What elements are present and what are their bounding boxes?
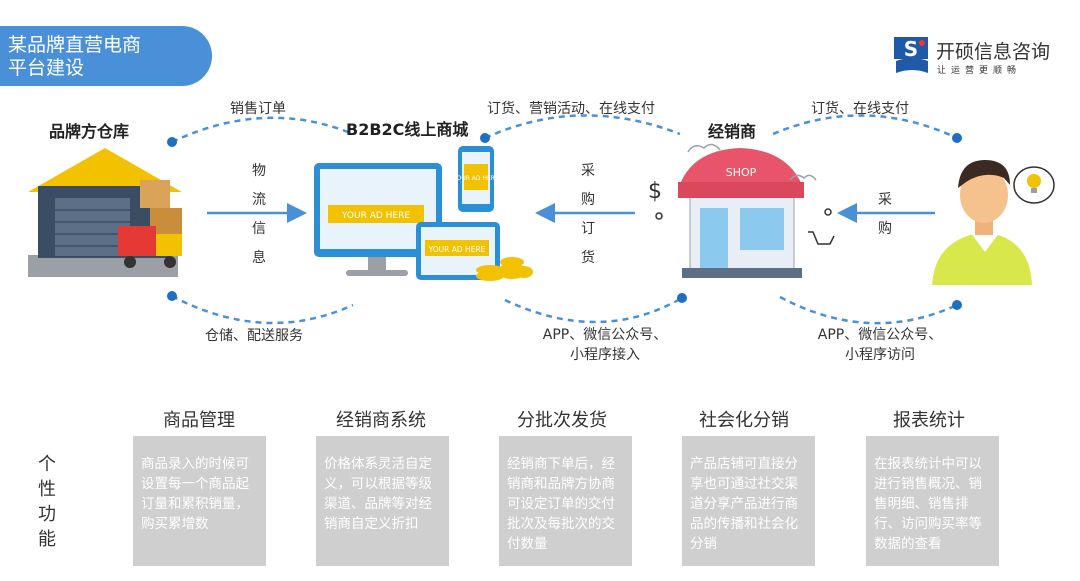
customer-illustration xyxy=(932,160,1055,285)
app-access-label: APP、微信公众号、 小程序接入 xyxy=(520,325,690,365)
feature-section-char: 能 xyxy=(38,529,56,550)
dashed-flow-lines xyxy=(171,114,958,325)
purchase-char: 采 xyxy=(878,192,892,208)
warehouse-title: 品牌方仓库 xyxy=(49,122,130,141)
app-access-line: 小程序接入 xyxy=(570,347,640,363)
logistics-char: 流 xyxy=(252,192,266,208)
logo-slogan: 让运营更顺畅 xyxy=(937,66,1022,76)
app-access-line: APP、微信公众号、 xyxy=(542,327,668,343)
online-mall-illustration: YOUR AD HERE YOUR AD HERE YOUR AD HERE xyxy=(314,146,533,281)
logo-name: 开硕信息咨询 xyxy=(936,41,1051,63)
feature-description: 产品店铺可直接分享也可通过社交渠道分享产品进行商品的传播和社会化分销 xyxy=(682,436,815,566)
mall-title: B2B2C线上商城 xyxy=(346,120,469,139)
feature-section-char: 个 xyxy=(38,454,56,475)
feature-description: 经销商下单后，经销商和品牌方协商可设定订单的交付批次及每批次的交付数量 xyxy=(499,436,632,566)
feature-description: 价格体系灵活自定义，可以根据等级渠道、品牌等对经销商自定义折扣 xyxy=(316,436,449,566)
app-visit-line: APP、微信公众号、 xyxy=(817,327,943,343)
flow-dot xyxy=(952,300,962,310)
feature-description: 在报表统计中可以进行销售概况、销售明细、销售排行、访问购买率等数据的查看 xyxy=(866,436,999,566)
purchase-order-char: 采 xyxy=(581,163,595,179)
feature-title: 社会化分销 xyxy=(699,410,789,431)
page-title-line-1: 某品牌直营电商 xyxy=(8,34,142,56)
shop-illustration: SHOP $ xyxy=(648,143,835,278)
feature-title: 报表统计 xyxy=(893,410,965,431)
sales-order-label: 销售订单 xyxy=(230,101,286,117)
logistics-label: 物 流 信 息 xyxy=(251,157,267,273)
shop-sign-text: SHOP xyxy=(726,166,757,179)
flow-dot xyxy=(480,133,490,143)
feature-section-label: 个 性 功 能 xyxy=(36,452,58,552)
logo-mark-icon: S xyxy=(894,37,928,73)
purchase-order-char: 货 xyxy=(581,250,595,266)
app-visit-line: 小程序访问 xyxy=(845,347,915,363)
page-title-line-2: 平台建设 xyxy=(8,57,85,79)
purchase-char: 购 xyxy=(878,221,892,237)
purchase-order-char: 订 xyxy=(581,221,595,237)
logistics-char: 物 xyxy=(252,163,266,179)
purchase-order-char: 购 xyxy=(581,192,595,208)
flow-diagram: YOUR AD HERE YOUR AD HERE YOUR AD HERE S… xyxy=(28,114,1055,325)
feature-title: 商品管理 xyxy=(163,410,235,431)
storage-label: 仓储、配送服务 xyxy=(205,328,303,344)
flow-dot xyxy=(677,293,687,303)
flow-dot xyxy=(167,291,177,301)
page-title: 某品牌直营电商 平台建设 xyxy=(0,26,212,86)
feature-title: 分批次发货 xyxy=(517,410,607,431)
warehouse-illustration xyxy=(28,148,182,277)
feature-section-char: 功 xyxy=(38,504,56,525)
purchase-label: 采 购 xyxy=(877,186,893,244)
order-marketing-label: 订货、营销活动、在线支付 xyxy=(487,101,655,117)
feature-section-char: 性 xyxy=(38,479,56,500)
tablet-ad-text: YOUR AD HERE xyxy=(428,245,486,254)
monitor-ad-text: YOUR AD HERE xyxy=(341,211,410,221)
app-visit-label: APP、微信公众号、 小程序访问 xyxy=(795,325,965,365)
phone-ad-text: YOUR AD HERE xyxy=(452,175,499,182)
order-pay-label: 订货、在线支付 xyxy=(811,101,909,117)
logistics-char: 息 xyxy=(252,250,266,266)
logistics-char: 信 xyxy=(252,221,266,237)
company-logo: S 开硕信息咨询 让运营更顺畅 xyxy=(892,35,1072,80)
flow-dot xyxy=(952,133,962,143)
feature-description: 商品录入的时候可设置每一个商品起订量和累积销量，购买累增数 xyxy=(133,436,266,566)
flow-dot xyxy=(167,137,177,147)
purchase-order-label: 采 购 订 货 xyxy=(580,157,596,273)
dealer-title: 经销商 xyxy=(708,122,757,141)
svg-text:$: $ xyxy=(648,179,662,204)
feature-title: 经销商系统 xyxy=(336,410,426,431)
logo-mark-letter: S xyxy=(904,37,918,61)
